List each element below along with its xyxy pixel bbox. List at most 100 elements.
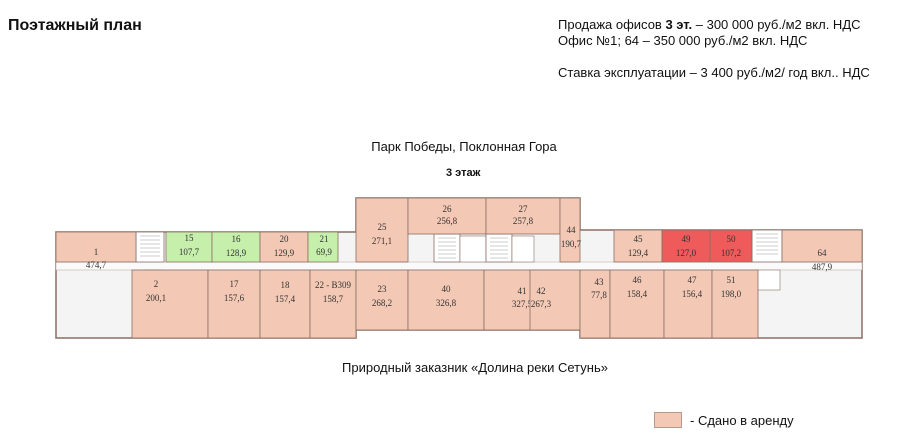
room-fill xyxy=(207,269,261,339)
room-number: 45 xyxy=(634,234,644,244)
pricing-line-2: Офис №1; 64 – 350 000 руб./м2 вкл. НДС xyxy=(558,33,808,48)
room-number: 51 xyxy=(727,275,736,285)
floor-label: 3 этаж xyxy=(446,167,481,179)
room-fill xyxy=(711,269,759,339)
room-50[interactable]: 50 107,2 xyxy=(709,229,753,263)
legend: - Сдано в аренду xyxy=(654,412,794,428)
room-fill xyxy=(131,269,209,339)
room-number: 50 xyxy=(727,234,737,244)
room-area: 157,6 xyxy=(224,293,245,303)
room-26[interactable]: 26 256,8 xyxy=(407,197,487,235)
room-fill xyxy=(55,231,137,263)
room-42[interactable]: 42 267,3 xyxy=(529,269,581,331)
room-area: 156,4 xyxy=(682,289,703,299)
room-number: 27 xyxy=(519,204,529,214)
room-area: 190,7 xyxy=(561,239,582,249)
room-area: 158,7 xyxy=(323,294,344,304)
room-number: 44 xyxy=(567,225,577,235)
north-orientation-label: Парк Победы, Поклонная Гора xyxy=(371,139,557,154)
room-area: 487,9 xyxy=(812,262,833,272)
room-43[interactable]: 43 77,8 xyxy=(579,269,611,339)
room-46[interactable]: 46 158,4 xyxy=(609,269,665,339)
room-area: 474,7 xyxy=(86,260,107,270)
room-number: 43 xyxy=(595,277,605,287)
room-number: 49 xyxy=(682,234,692,244)
room-fill xyxy=(781,229,863,263)
room-area: 129,9 xyxy=(274,248,295,258)
room-number: 20 xyxy=(280,234,290,244)
room-number: 47 xyxy=(688,275,698,285)
legend-label: - Сдано в аренду xyxy=(690,412,794,428)
room-area: 271,1 xyxy=(372,236,392,246)
room-number: 41 xyxy=(518,286,527,296)
room-fill xyxy=(307,231,339,263)
room-area: 129,4 xyxy=(628,248,649,258)
room-21[interactable]: 21 69,9 xyxy=(307,231,339,263)
pricing-block: Продажа офисов 3 эт. – 300 000 руб./м2 в… xyxy=(558,17,870,81)
corridor xyxy=(55,261,863,271)
room-fill xyxy=(259,231,309,263)
room-area: 157,4 xyxy=(275,294,296,304)
room-number: 64 xyxy=(818,248,828,258)
room-area: 327,5 xyxy=(512,299,533,309)
room-20[interactable]: 20 129,9 xyxy=(259,231,309,263)
room-number: 17 xyxy=(230,279,240,289)
room-number: 46 xyxy=(633,275,643,285)
room-fill xyxy=(609,269,665,339)
room-fill xyxy=(613,229,663,263)
pricing-line-1: Продажа офисов 3 эт. – 300 000 руб./м2 в… xyxy=(558,17,861,32)
room-47[interactable]: 47 156,4 xyxy=(663,269,713,339)
room-fill xyxy=(663,269,713,339)
room-area: 107,2 xyxy=(721,248,741,258)
room-fill xyxy=(259,269,311,339)
room-area: 326,8 xyxy=(436,298,457,308)
room-22-В309[interactable]: 22 - В309 158,7 xyxy=(309,269,357,339)
south-orientation-label: Природный заказник «Долина реки Сетунь» xyxy=(342,360,608,375)
room-area: 107,7 xyxy=(179,247,200,257)
page-title: Поэтажный план xyxy=(8,17,142,34)
room-51[interactable]: 51 198,0 xyxy=(711,269,759,339)
room-area: 77,8 xyxy=(591,290,607,300)
room-number: 1 xyxy=(94,247,99,257)
room-40[interactable]: 40 326,8 xyxy=(407,269,485,331)
room-area: 127,0 xyxy=(676,248,697,258)
room-2[interactable]: 2 200,1 xyxy=(131,269,209,339)
room-number: 2 xyxy=(154,279,159,289)
room-area: 200,1 xyxy=(146,293,166,303)
pricing-line-3: Ставка эксплуатации – 3 400 руб./м2/ год… xyxy=(558,65,870,80)
room-49[interactable]: 49 127,0 xyxy=(661,229,711,263)
room-44[interactable]: 44 190,7 xyxy=(559,197,582,263)
room-number: 42 xyxy=(537,286,546,296)
legend-swatch xyxy=(654,412,682,428)
room-area: 198,0 xyxy=(721,289,742,299)
room-number: 22 - В309 xyxy=(315,280,352,290)
room-number: 23 xyxy=(378,284,388,294)
room-15[interactable]: 15 107,7 xyxy=(165,231,213,263)
room-area: 268,2 xyxy=(372,298,392,308)
room-17[interactable]: 17 157,6 xyxy=(207,269,261,339)
room-23[interactable]: 23 268,2 xyxy=(355,269,409,331)
room-fill xyxy=(355,197,409,263)
room-number: 16 xyxy=(232,234,242,244)
room-45[interactable]: 45 129,4 xyxy=(613,229,663,263)
room-64[interactable]: 64 487,9 xyxy=(781,229,863,272)
room-area: 69,9 xyxy=(316,247,332,257)
stair-core-center xyxy=(433,233,535,263)
room-area: 158,4 xyxy=(627,289,648,299)
room-1[interactable]: 1 474,7 xyxy=(55,231,137,270)
room-number: 26 xyxy=(443,204,453,214)
room-fill xyxy=(559,197,581,263)
room-area: 267,3 xyxy=(531,299,552,309)
room-fill xyxy=(709,229,753,263)
room-number: 15 xyxy=(185,233,195,243)
room-number: 21 xyxy=(320,234,329,244)
room-fill xyxy=(211,231,261,263)
room-area: 256,8 xyxy=(437,216,458,226)
room-number: 40 xyxy=(442,284,452,294)
